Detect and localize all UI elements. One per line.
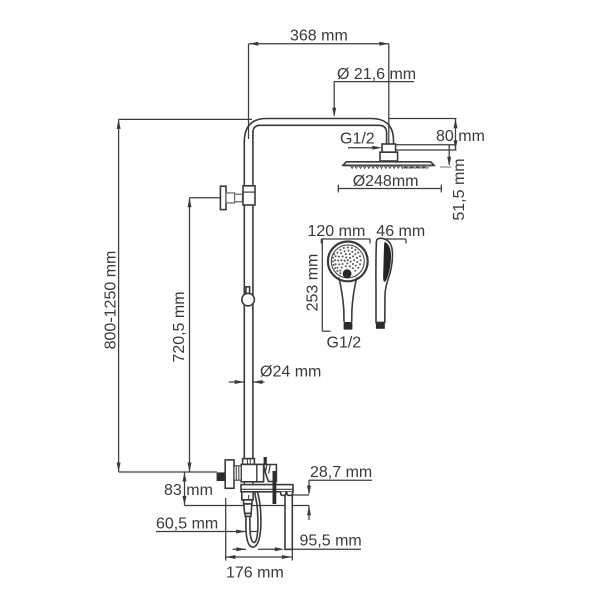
svg-text:G1/2: G1/2 [340,131,375,148]
svg-text:28,7 mm: 28,7 mm [310,464,372,481]
svg-text:800-1250 mm: 800-1250 mm [102,251,119,350]
svg-text:720,5 mm: 720,5 mm [171,291,188,362]
svg-text:120 mm: 120 mm [308,223,366,240]
svg-text:Ø 21,6 mm: Ø 21,6 mm [337,66,416,83]
svg-text:368 mm: 368 mm [290,28,348,45]
svg-text:G1/2: G1/2 [327,335,362,352]
svg-text:80 mm: 80 mm [436,128,485,145]
svg-text:51,5 mm: 51,5 mm [451,158,468,220]
svg-text:60,5 mm: 60,5 mm [156,516,218,533]
svg-text:Ø248mm: Ø248mm [353,173,419,190]
svg-text:Ø24 mm: Ø24 mm [260,364,321,381]
svg-text:176 mm: 176 mm [226,565,284,582]
svg-text:83 mm: 83 mm [164,482,213,499]
svg-text:95,5 mm: 95,5 mm [300,533,362,550]
svg-text:253 mm: 253 mm [304,254,321,312]
svg-text:46 mm: 46 mm [376,223,425,240]
